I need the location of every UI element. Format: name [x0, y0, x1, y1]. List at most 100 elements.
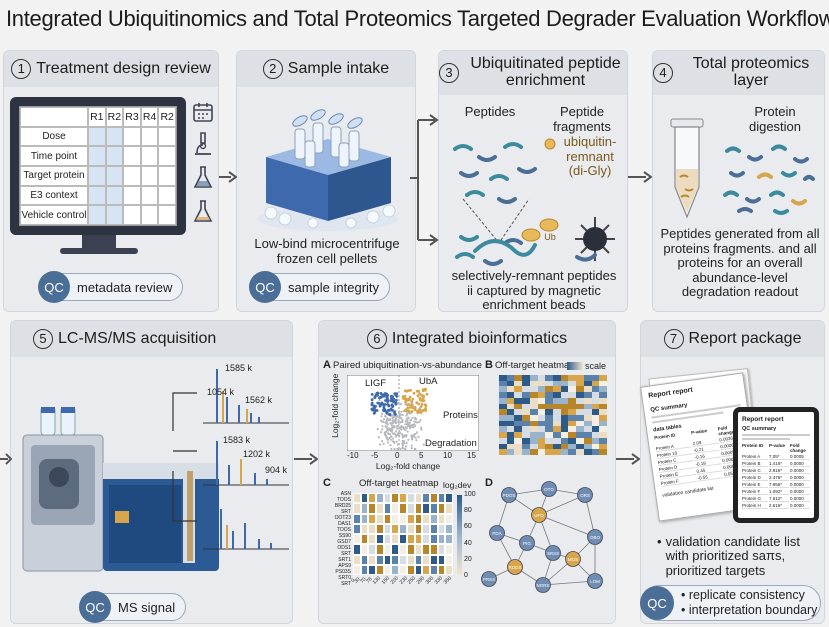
volcano-point — [389, 444, 392, 447]
peptides-label: Peptides — [464, 104, 516, 119]
heatmap-b-cell — [583, 432, 592, 438]
enrichment-caption: selectively-remnant peptides ii captured… — [451, 268, 617, 313]
panel-4-header: 4 Total proteomics layer — [653, 51, 824, 95]
volcano-point-down — [392, 397, 395, 401]
heatmap-c-cell — [414, 523, 423, 534]
heatmap-c-cell — [383, 564, 392, 575]
report-cell: Protein H — [742, 503, 768, 509]
heatmap-c-cell — [445, 513, 453, 524]
panel-5-title: LC-MS/MS acquisition — [58, 329, 217, 347]
volcano-point-down — [395, 395, 399, 398]
table-cell — [105, 126, 124, 147]
table-cell — [105, 205, 124, 225]
panel-lcms-acquisition: 5 LC-MS/MS acquisition 1585 k 1054 k 156… — [10, 320, 293, 624]
volcano-point — [397, 432, 400, 435]
heatmap-b-cell — [591, 392, 600, 398]
arrow-6-to-7 — [616, 453, 640, 465]
heatmap-b-cell — [499, 420, 507, 427]
subpanel-b-scale: scale — [585, 361, 607, 371]
heatmap-b-cell — [506, 409, 515, 415]
network-node-label: ORS — [580, 493, 590, 498]
heatmap-c-cell — [406, 493, 415, 504]
table-cell — [88, 205, 106, 225]
volcano-point — [402, 427, 405, 430]
mass-spectrometer-icon — [22, 407, 219, 572]
network-node-label: NORS — [536, 583, 549, 588]
volcano-point — [381, 420, 384, 423]
volcano-point — [413, 433, 416, 436]
heatmap-b-cell — [576, 420, 584, 427]
ubiquitin-dot-icon — [544, 138, 556, 150]
volcano-point — [405, 418, 408, 421]
beaker-icon — [193, 200, 213, 222]
volcano-point-down — [393, 392, 397, 395]
network-node: ORS — [577, 487, 593, 503]
volcano-x-tick: -5 — [371, 451, 379, 460]
network-node-circle — [489, 525, 505, 541]
heatmap-c-cell — [391, 554, 400, 565]
volcano-point — [405, 441, 408, 444]
volcano-ann-proteins: Proteins — [443, 410, 478, 421]
heatmap-c-cell — [360, 523, 369, 534]
panel-6-header: 6 Integrated bioinformatics — [319, 321, 615, 357]
qc-badge: QC — [249, 271, 281, 303]
volcano-point — [404, 429, 407, 432]
volcano-point-up — [418, 392, 421, 396]
volcano-point — [406, 421, 409, 424]
heatmap-c-cell — [353, 503, 361, 514]
report-col-header: Protein ID — [742, 443, 764, 448]
spectrum-peak-1: 1585 k — [225, 363, 253, 373]
heatmap-b-cell — [529, 415, 538, 421]
volcano-point-down — [374, 393, 378, 397]
volcano-point — [394, 435, 398, 438]
volcano-point — [382, 418, 386, 421]
heatmap-c-cell — [429, 554, 438, 565]
volcano-point — [382, 442, 385, 445]
heatmap-b-cell — [568, 443, 577, 450]
heatmap-b-cell — [514, 392, 523, 398]
volcano-point — [402, 447, 405, 450]
heatmap-b-cell — [583, 415, 592, 421]
volcano-point — [401, 442, 404, 445]
volcano-point-down — [392, 399, 395, 403]
heatmap-c-cell — [391, 544, 400, 555]
heatmap-c-row-label: DAS1 — [337, 521, 351, 527]
heatmap-b-cell — [560, 386, 569, 393]
qc-badge: QC — [640, 586, 674, 620]
volcano-point-up — [410, 404, 414, 407]
volcano-point — [405, 414, 408, 417]
heatmap-b-cell — [599, 380, 607, 387]
volcano-point-up — [422, 395, 425, 399]
heatmap-b-cell — [553, 420, 561, 427]
heatmap-b-cell — [529, 426, 538, 433]
network-node-circle — [541, 481, 557, 497]
volcano-plot — [347, 375, 479, 451]
volcano-point — [400, 425, 403, 428]
heatmap-b-cell — [529, 443, 538, 450]
heatmap-b-cell — [529, 380, 538, 387]
volcano-point — [390, 424, 393, 427]
heatmap-b-cell — [545, 375, 553, 381]
heatmap-c-cell — [353, 493, 361, 504]
network-node: LOM — [587, 573, 603, 589]
heatmap-c-cell — [368, 554, 377, 565]
heatmap-b-cell — [576, 437, 584, 444]
volcano-point-up — [406, 406, 410, 410]
report-cell: 0.0000 — [790, 482, 810, 488]
heatmap-c-cell — [383, 534, 392, 545]
heatmap-c-row-label: TOOS — [336, 527, 351, 533]
heatmap-c-cell — [368, 523, 377, 534]
heatmap-b-cell — [537, 375, 546, 381]
heatmap-b-cell — [568, 437, 577, 444]
volcano-point-down — [384, 399, 387, 402]
heatmap-c-cell — [383, 493, 392, 504]
volcano-point — [379, 443, 382, 446]
heatmap-b-cell — [599, 409, 607, 415]
tablet-subtitle: QC summary — [742, 426, 777, 432]
heatmap-c-cell — [406, 523, 415, 534]
volcano-point-up — [424, 407, 427, 410]
volcano-point — [380, 415, 383, 418]
heatmap-c-cell — [391, 523, 400, 534]
heatmap-c-cell — [368, 564, 377, 575]
